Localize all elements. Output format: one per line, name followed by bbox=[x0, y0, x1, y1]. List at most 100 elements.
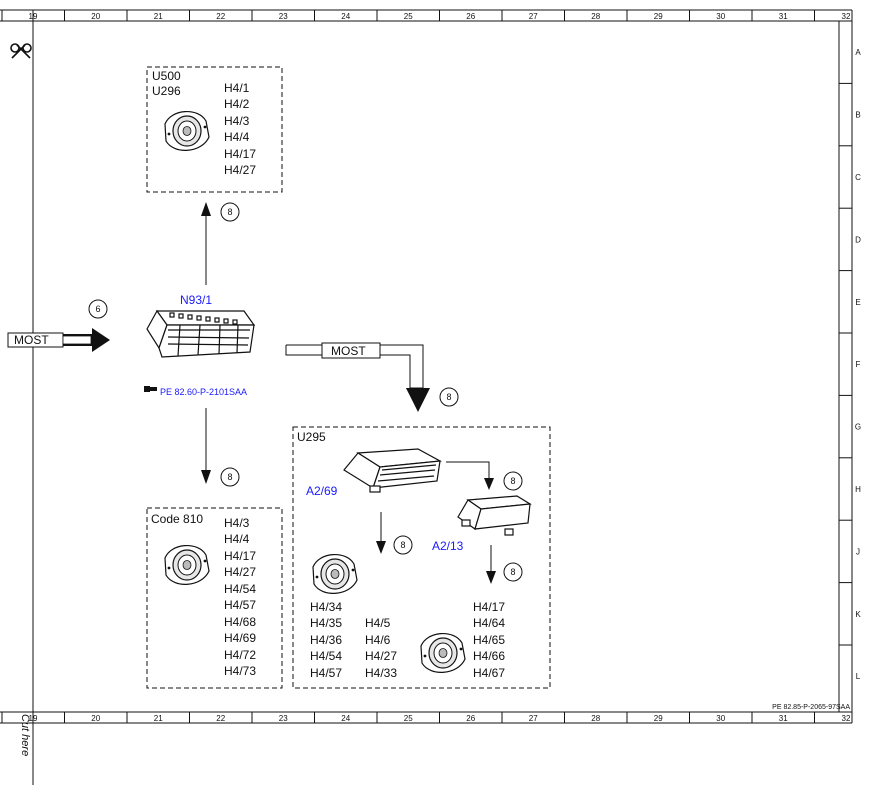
column-label: 21 bbox=[154, 12, 163, 21]
svg-text:8: 8 bbox=[510, 567, 515, 577]
column-label: 32 bbox=[842, 714, 851, 723]
connector-8-marker-most: 8 bbox=[439, 387, 459, 407]
n93-control-unit bbox=[146, 309, 256, 358]
row-label: K bbox=[855, 610, 861, 619]
code810-item-list: H4/3 H4/4 H4/17 H4/27 H4/54 H4/57 H4/68 … bbox=[224, 516, 256, 678]
a269-label: A2/69 bbox=[306, 484, 338, 498]
column-label: 21 bbox=[154, 714, 163, 723]
list-item: H4/73 bbox=[224, 664, 256, 678]
arrow-to-u500 bbox=[201, 202, 211, 285]
column-label: 29 bbox=[654, 12, 663, 21]
list-item: H4/68 bbox=[224, 615, 256, 629]
n93-reference: PE 82.60-P-2101SAA bbox=[160, 387, 247, 397]
column-label: 31 bbox=[779, 714, 788, 723]
list-item: H4/35 bbox=[310, 616, 342, 630]
module-a213 bbox=[457, 495, 532, 536]
row-label: A bbox=[855, 48, 861, 57]
speaker-icon bbox=[164, 544, 210, 585]
list-item: H4/57 bbox=[224, 598, 256, 612]
n93-label: N93/1 bbox=[180, 293, 212, 307]
list-item: H4/27 bbox=[224, 163, 256, 177]
svg-text:6: 6 bbox=[95, 304, 100, 314]
amplifier-a269 bbox=[343, 448, 442, 493]
list-item: H4/57 bbox=[310, 666, 342, 680]
most-input-label: MOST bbox=[14, 333, 49, 347]
row-label: G bbox=[855, 423, 861, 432]
connector-8-marker-code810: 8 bbox=[220, 467, 240, 487]
column-label: 19 bbox=[29, 12, 38, 21]
list-item: H4/4 bbox=[224, 532, 250, 546]
column-label: 25 bbox=[404, 714, 413, 723]
row-label: H bbox=[855, 485, 861, 494]
column-label: 19 bbox=[29, 714, 38, 723]
column-label: 22 bbox=[216, 714, 225, 723]
pointing-hand-icon bbox=[144, 386, 157, 392]
list-item: H4/1 bbox=[224, 81, 250, 95]
column-label: 20 bbox=[91, 714, 100, 723]
list-item: H4/54 bbox=[224, 582, 256, 596]
column-label: 22 bbox=[216, 12, 225, 21]
drawing-frame bbox=[0, 9, 853, 785]
column-label: 30 bbox=[716, 714, 725, 723]
connector-8-marker-top: 8 bbox=[220, 202, 240, 222]
list-item: H4/33 bbox=[365, 666, 397, 680]
arrow-to-a213 bbox=[446, 461, 494, 490]
svg-text:8: 8 bbox=[227, 207, 232, 217]
column-label: 20 bbox=[91, 12, 100, 21]
row-ticks bbox=[839, 82, 852, 646]
column-label: 30 bbox=[716, 12, 725, 21]
column-label: 28 bbox=[591, 714, 600, 723]
a213-label: A2/13 bbox=[432, 539, 464, 553]
arrow-to-speakers-a269 bbox=[376, 512, 386, 554]
most-output-bus: MOST bbox=[285, 342, 430, 412]
column-label: 27 bbox=[529, 714, 538, 723]
column-label: 32 bbox=[842, 12, 851, 21]
list-item: H4/72 bbox=[224, 648, 256, 662]
list-item: H4/27 bbox=[224, 565, 256, 579]
row-label: C bbox=[855, 173, 861, 182]
column-ticks bbox=[1, 10, 815, 723]
row-label: E bbox=[855, 298, 860, 307]
u500-u296-box bbox=[146, 66, 283, 193]
column-label: 28 bbox=[591, 12, 600, 21]
column-label: 24 bbox=[341, 12, 350, 21]
list-item: H4/3 bbox=[224, 114, 250, 128]
list-item: H4/65 bbox=[473, 633, 505, 647]
column-label: 25 bbox=[404, 12, 413, 21]
list-item: H4/3 bbox=[224, 516, 250, 530]
u500-item-list: H4/1 H4/2 H4/3 H4/4 H4/17 H4/27 bbox=[224, 81, 256, 177]
u296-label: U296 bbox=[152, 84, 181, 98]
row-label: D bbox=[855, 235, 861, 244]
code810-label: Code 810 bbox=[151, 512, 203, 526]
column-label: 23 bbox=[279, 12, 288, 21]
svg-text:8: 8 bbox=[510, 476, 515, 486]
list-item: H4/2 bbox=[224, 97, 250, 111]
row-label: L bbox=[856, 672, 861, 681]
connector-6-marker: 6 bbox=[88, 299, 108, 319]
list-item: H4/34 bbox=[310, 600, 342, 614]
column-label: 29 bbox=[654, 714, 663, 723]
connector-8-marker-a213: 8 bbox=[503, 471, 523, 491]
column-label: 26 bbox=[466, 714, 475, 723]
list-item: H4/6 bbox=[365, 633, 391, 647]
row-label: J bbox=[856, 547, 860, 556]
column-label: 23 bbox=[279, 714, 288, 723]
list-item: H4/36 bbox=[310, 633, 342, 647]
reference-code: PE 82.85-P-2065-97SAA bbox=[772, 704, 850, 711]
column-label: 31 bbox=[779, 12, 788, 21]
speaker-icon bbox=[164, 110, 210, 151]
code810-box bbox=[146, 507, 283, 689]
u295-col1-list: H4/34 H4/35 H4/36 H4/54 H4/57 bbox=[310, 600, 342, 680]
column-label: 26 bbox=[466, 12, 475, 21]
list-item: H4/54 bbox=[310, 649, 342, 663]
connector-8-marker-speakers1: 8 bbox=[393, 535, 413, 555]
u295-col3-list: H4/17 H4/64 H4/65 H4/66 H4/67 bbox=[473, 600, 505, 680]
column-label: 24 bbox=[341, 714, 350, 723]
svg-text:8: 8 bbox=[227, 472, 232, 482]
arrow-to-code810 bbox=[201, 408, 211, 484]
speaker-icon bbox=[312, 553, 358, 594]
list-item: H4/64 bbox=[473, 616, 505, 630]
u295-col2-list: H4/5 H4/6 H4/27 H4/33 bbox=[365, 616, 397, 680]
